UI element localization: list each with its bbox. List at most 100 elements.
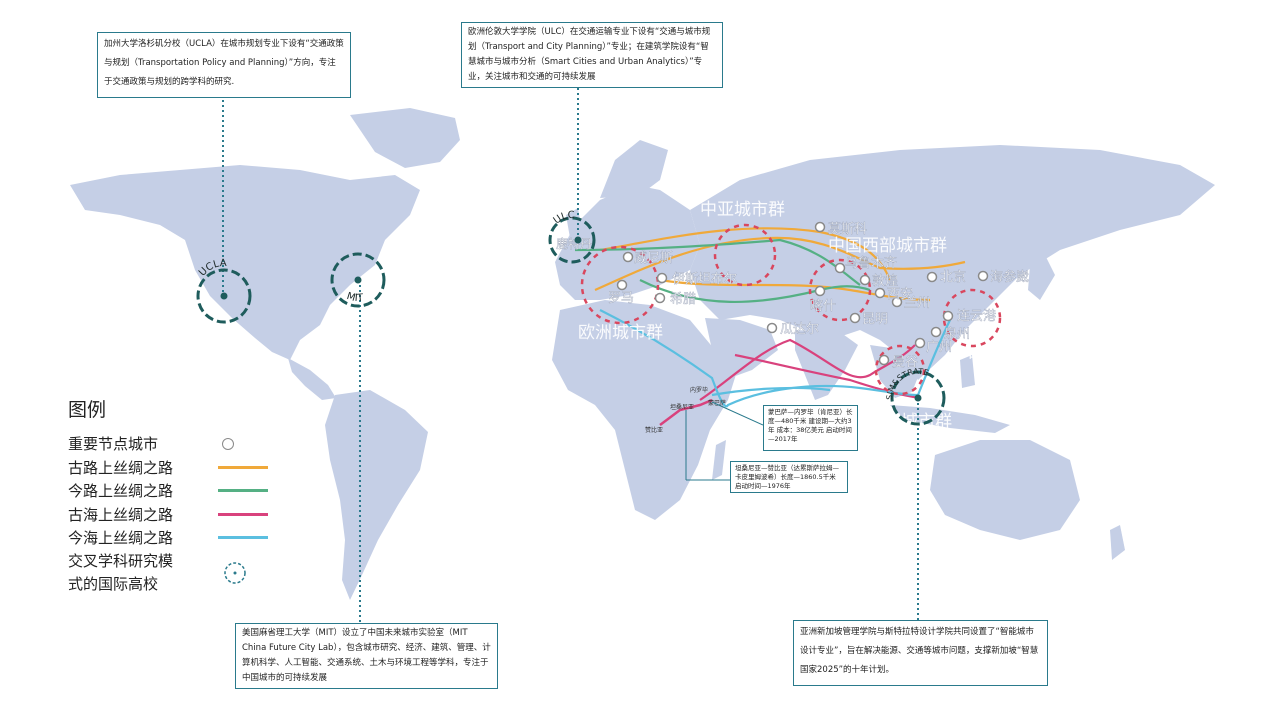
legend-row-ancient-land: 古路上丝绸之路 [68, 456, 268, 480]
mit-note-box: 美国麻省理工大学（MIT）设立了中国未来城市实验室（MIT China Futu… [235, 623, 498, 689]
asia [690, 145, 1215, 380]
legend-line-modern-sea [218, 536, 268, 540]
cluster-label-central-asia: 中亚城市群 [700, 200, 785, 220]
university-label-mit: MIT [345, 291, 364, 304]
city-node-urumqi [834, 262, 846, 274]
japan [1028, 255, 1055, 300]
india [795, 330, 858, 400]
city-label-dunhuang: 敦煌 [872, 273, 898, 289]
legend: 图例 重要节点城市 古路上丝绸之路 今路上丝绸之路 古海上丝绸之路 今海上丝绸之… [68, 395, 268, 597]
city-node-rome [616, 279, 628, 291]
indonesia [890, 405, 1010, 433]
cluster-circle-southeast-asia [874, 344, 926, 396]
university-circle-sim [890, 370, 946, 426]
city-label-rotterdam: 鹿特丹 [556, 236, 592, 251]
ancient-sea-route [699, 338, 916, 401]
city-node-beijing [926, 271, 938, 283]
university-dot-sim [914, 394, 922, 402]
cluster-label-europe: 欧洲城市群 [578, 323, 663, 343]
australia [930, 440, 1080, 540]
legend-title: 图例 [68, 399, 107, 421]
city-label-athens: 希腊 [670, 292, 696, 307]
legend-label: 今路上丝绸之路 [68, 482, 174, 501]
legend-row-modern-sea: 今海上丝绸之路 [68, 526, 268, 550]
cluster-label-southeast-asia: 东南亚城市群 [850, 412, 952, 432]
legend-line-ancient-land [218, 465, 268, 469]
city-node-athens [654, 292, 666, 304]
university-circle-mit [330, 252, 386, 308]
philippines [960, 355, 975, 388]
legend-label: 交叉学科研究模 [68, 551, 174, 570]
tazara-rail-text: 坦桑尼亚—赞比亚（达累斯萨拉姆—卡皮里姆波希）长度—1860.5千米 启动时间—… [735, 464, 839, 490]
modern-sea-route-africa [711, 386, 831, 397]
city-label-gwadar: 瓜达尔 [780, 322, 819, 337]
cluster-circle-east-china [942, 288, 1002, 348]
cluster-circle-central-asia [713, 223, 777, 287]
legend-row-university: 交叉学科研究模 式的国际高校 [68, 550, 268, 597]
europe [555, 185, 700, 300]
city-node-kunming [849, 312, 861, 324]
city-node-venice [622, 251, 634, 263]
city-node-lianyungang [942, 310, 954, 322]
cluster-label-east-china: 中国东部城市群 [968, 347, 1087, 367]
ancient-land-route-2 [599, 227, 892, 281]
legend-label: 古路上丝绸之路 [68, 458, 174, 477]
city-label-haishenwai: 海参崴 [990, 269, 1029, 285]
city-label-bangkok: 曼谷 [892, 355, 918, 370]
connector-mombasa [711, 401, 764, 426]
city-label-kashgar: 喀什 [810, 298, 836, 314]
ulc-note-text: 欧洲伦敦大学学院（ULC）在交通运输专业下设有“交通与城市规划（Transpor… [468, 27, 711, 82]
university-dot-mit [354, 276, 362, 284]
arabia [705, 318, 778, 378]
legend-line-modern-land [218, 489, 268, 493]
city-node-gwadar [766, 322, 778, 334]
north-america [70, 165, 420, 360]
university-dot-ulc [574, 236, 582, 244]
city-label-mombasa: 蒙巴萨 [708, 399, 726, 407]
ulc-note-box: 欧洲伦敦大学学院（ULC）在交通运输专业下设有“交通与城市规划（Transpor… [461, 22, 723, 88]
city-label-kunming: 昆明 [862, 312, 888, 327]
ancient-land-route-1 [594, 236, 966, 292]
scandinavia [600, 140, 668, 198]
university-icon [224, 561, 246, 584]
new-zealand [1110, 525, 1125, 560]
city-node-haishenwai [977, 270, 989, 282]
mombasa-rail-text: 蒙巴萨—内罗毕（肯尼亚）长度—480千米 建设期—大约3年 成本：38亿美元 启… [768, 408, 853, 443]
legend-row-ancient-sea: 古海上丝绸之路 [68, 503, 268, 527]
city-node-istanbul [656, 272, 668, 284]
city-label-istanbul: 伊斯坦布尔 [672, 272, 737, 287]
city-label-lanzhou: 兰州 [904, 296, 930, 311]
legend-label: 重要节点城市 [68, 435, 159, 454]
legend-line-ancient-sea [218, 512, 268, 516]
madagascar [712, 440, 726, 480]
city-label-beijing: 北京 [940, 270, 966, 285]
city-label-quanzhou: 泉州 [944, 326, 970, 342]
sim-note-text: 亚洲新加坡管理学院与斯特拉特设计学院共同设置了“智能城市设计专业”，旨在解决能源… [800, 627, 1039, 675]
africa [552, 300, 738, 520]
sim-note-box: 亚洲新加坡管理学院与斯特拉特设计学院共同设置了“智能城市设计专业”，旨在解决能源… [793, 620, 1048, 686]
city-label-urumqi: 乌鲁木齐 [845, 255, 897, 271]
city-label-lianyungang: 连云港 [957, 308, 996, 324]
city-node-kashgar [814, 285, 826, 297]
uk [566, 208, 582, 238]
city-label-zambia: 赞比亚 [645, 426, 663, 434]
city-node-quanzhou [930, 326, 942, 338]
city-label-xian: 西安 [887, 287, 913, 302]
modern-sea-route [599, 309, 951, 408]
cluster-circle-west-china [808, 258, 872, 322]
mit-note-text: 美国麻省理工大学（MIT）设立了中国未来城市实验室（MIT China Futu… [242, 628, 491, 683]
university-dot-ucla [220, 292, 228, 300]
circle-icon [222, 437, 234, 450]
landmasses [70, 108, 1215, 600]
legend-row-node-city: 重要节点城市 [68, 432, 268, 456]
modern-land-route-2 [639, 279, 871, 303]
city-label-nairobi: 内罗毕 [690, 386, 708, 394]
city-node-guangzhou [914, 337, 926, 349]
ucla-note-box: 加州大学洛杉矶分校（UCLA）在城市规划专业下设有“交通政策与规划（Transp… [97, 32, 351, 98]
city-node-moscow [814, 221, 826, 233]
tazara-rail [659, 398, 713, 426]
greenland [350, 108, 460, 168]
tazara-rail-box: 坦桑尼亚—赞比亚（达累斯萨拉姆—卡皮里姆波希）长度—1860.5千米 启动时间—… [730, 461, 848, 493]
south-america [325, 390, 428, 600]
